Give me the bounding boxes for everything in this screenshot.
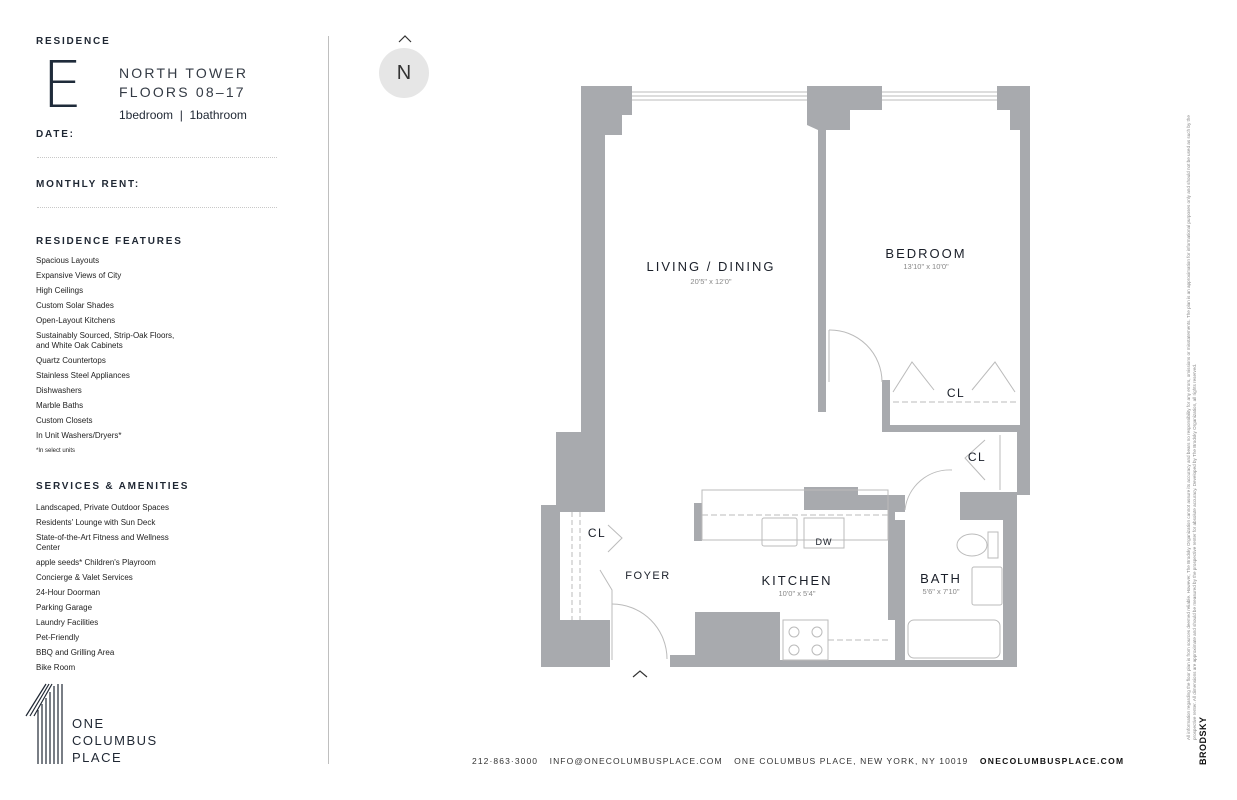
- list-item: Custom Solar Shades: [36, 301, 114, 310]
- logo-mark: [25, 683, 63, 764]
- tower-name: NORTH TOWER: [119, 65, 249, 81]
- fixtures: [571, 91, 1017, 661]
- disclaimer: All information regarding the floor plan…: [1186, 100, 1226, 740]
- walls: [541, 86, 1030, 667]
- list-item: Pet-Friendly: [36, 633, 80, 642]
- floors: FLOORS 08–17: [119, 84, 246, 100]
- dishwasher-label: DW: [816, 537, 833, 547]
- list-item: High Ceilings: [36, 286, 84, 295]
- wall-left: [541, 86, 632, 667]
- date-line: [37, 157, 277, 158]
- footer: 212·863·3000 INFO@ONECOLUMBUSPLACE.COM O…: [472, 756, 1124, 766]
- rent-line: [37, 207, 277, 208]
- bath-label: BATH: [920, 571, 962, 586]
- list-item: Residents' Lounge with Sun Deck: [36, 518, 156, 527]
- date-label: DATE:: [36, 129, 75, 140]
- foyer-label: FOYER: [625, 570, 670, 582]
- brand-logo: BRODSKY: [1198, 716, 1208, 765]
- list-item: apple seeds* Children's Playroom: [36, 558, 156, 567]
- entry-arrow-icon: [632, 670, 648, 678]
- kitchen-label: KITCHEN: [761, 573, 832, 588]
- residence-label: RESIDENCE: [36, 36, 111, 47]
- list-item: Spacious Layouts: [36, 256, 100, 265]
- wall-right: [882, 86, 1030, 667]
- room-labels: LIVING / DINING 20'5" x 12'0" BEDROOM 13…: [588, 246, 986, 598]
- list-item: Concierge & Valet Services: [36, 573, 133, 582]
- footer-phone: 212·863·3000: [472, 756, 539, 766]
- list-item: Stainless Steel Appliances: [36, 371, 130, 380]
- list-item: Bike Room: [36, 663, 76, 672]
- disclaimer-text: All information regarding the floor plan…: [1186, 115, 1197, 740]
- footer-address: ONE COLUMBUS PLACE, NEW YORK, NY 10019: [734, 756, 969, 766]
- list-item: Laundry Facilities: [36, 618, 99, 627]
- closet-label: CL: [947, 386, 965, 400]
- wall-mid-pier: [807, 86, 882, 412]
- compass-north: N: [379, 48, 429, 98]
- residence-letter: E: [42, 49, 83, 123]
- logo-line: PLACE: [72, 750, 123, 765]
- list-item: Dishwashers: [36, 386, 82, 395]
- list-item: Parking Garage: [36, 603, 93, 612]
- bedroom-dims: 13'10" x 10'0": [903, 262, 949, 271]
- list-item: Open-Layout Kitchens: [36, 316, 116, 325]
- wall-bottom: [670, 612, 895, 667]
- list-item: In Unit Washers/Dryers*: [36, 431, 122, 440]
- logo-text: ONE COLUMBUS PLACE: [72, 715, 158, 766]
- logo-line: ONE: [72, 716, 105, 731]
- rent-label: MONTHLY RENT:: [36, 179, 140, 190]
- wall-kitchen-block: [804, 487, 858, 510]
- amenities-title: SERVICES & AMENITIES: [36, 481, 190, 492]
- list-item: 24-Hour Doorman: [36, 588, 101, 597]
- living-dims: 20'5" x 12'0": [690, 277, 731, 286]
- list-item: Sustainably Sourced, Strip-Oak Floors, a…: [36, 331, 175, 350]
- tower-info: NORTH TOWER FLOORS 08–17: [119, 64, 248, 102]
- divider: [328, 36, 329, 764]
- wall-kitchen-left: [694, 503, 702, 541]
- logo-line: COLUMBUS: [72, 733, 158, 748]
- footer-email[interactable]: INFO@ONECOLUMBUSPLACE.COM: [549, 756, 723, 766]
- kitchen-dims: 10'0" x 5'4": [779, 589, 816, 598]
- list-item: BBQ and Grilling Area: [36, 648, 115, 657]
- room-count: 1bedroom | 1bathroom: [119, 108, 247, 122]
- bath-dims: 5'6" x 7'10": [923, 587, 960, 596]
- list-item: Expansive Views of City: [36, 271, 122, 280]
- footer-website[interactable]: ONECOLUMBUSPLACE.COM: [979, 756, 1125, 766]
- features-title: RESIDENCE FEATURES: [36, 236, 183, 247]
- footnote: *In select units: [36, 448, 76, 454]
- list-item: Quartz Countertops: [36, 356, 106, 365]
- list-item: Custom Closets: [36, 416, 93, 425]
- list-item: Marble Baths: [36, 401, 84, 410]
- closet-label: CL: [968, 450, 986, 464]
- list-item: Landscaped, Private Outdoor Spaces: [36, 503, 169, 512]
- living-label: LIVING / DINING: [647, 259, 776, 274]
- closet-label: CL: [588, 526, 606, 540]
- list-item: State-of-the-Art Fitness and Wellness Ce…: [36, 533, 169, 552]
- bedroom-label: BEDROOM: [885, 246, 966, 261]
- wall-kitchen-right: [858, 495, 905, 620]
- north-arrow-icon: [398, 35, 412, 43]
